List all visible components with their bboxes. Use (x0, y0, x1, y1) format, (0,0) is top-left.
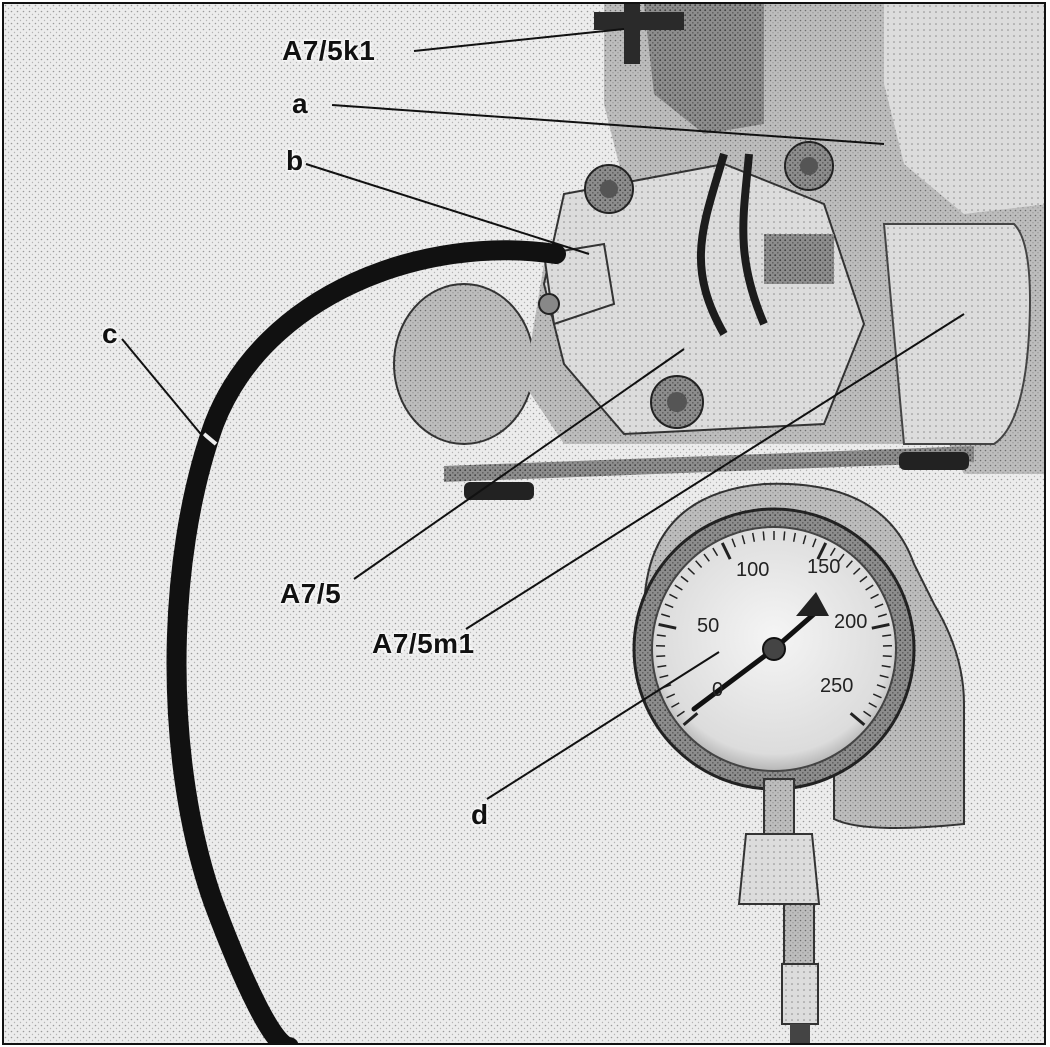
callout-a: a (292, 88, 309, 119)
gauge-tick-mark (695, 560, 703, 568)
gauge-tick-100: 100 (736, 559, 770, 581)
rail-clip-left (464, 482, 534, 500)
gauge-tick-mark (874, 603, 884, 609)
rail-clip-right (899, 452, 969, 470)
callout-a7-5: A7/5 (280, 578, 342, 609)
relay-block (644, 4, 764, 134)
callout-a7-5m1: A7/5m1 (372, 628, 475, 659)
gauge-tick-mark (872, 693, 882, 699)
leader-b (305, 163, 590, 255)
gauge-tick-mark (731, 538, 736, 548)
housing-upper-right (884, 4, 1044, 214)
callout-c: c (102, 318, 119, 349)
leader-d (486, 651, 720, 800)
bolt-upper-right-center (800, 157, 818, 175)
gauge-tick-150: 150 (807, 556, 841, 578)
gauge-tick-mark (676, 710, 685, 717)
illustration-svg (4, 4, 1044, 1043)
gauge-tick-mark (669, 593, 678, 600)
gauge-tick-200: 200 (834, 611, 868, 633)
gauge-tick-mark (882, 634, 892, 637)
gauge-tick-mark (712, 547, 719, 557)
gauge-tick-mark (865, 584, 874, 591)
gauge-tick-mark (741, 535, 746, 545)
gauge-needle-hub (762, 637, 786, 661)
callout-a7-5k1: A7/5k1 (282, 35, 376, 66)
gauge-tick-mark (661, 613, 671, 618)
gauge-tick-mark (876, 684, 886, 689)
gauge-stem (763, 778, 795, 835)
gauge-tick-mark (882, 655, 892, 658)
leader-a7-5m1 (465, 313, 965, 630)
gauge-tick-mark (852, 567, 861, 575)
gauge-tick-mark (674, 584, 683, 591)
gauge-tick-mark (657, 664, 667, 668)
gauge-tick-mark (868, 702, 877, 708)
callout-b: b (286, 145, 304, 176)
gauge-tick-mark (751, 532, 756, 542)
gauge-tick-mark (658, 622, 677, 630)
bolt-upper-left-center (600, 180, 618, 198)
gauge-tick-mark (802, 535, 807, 545)
leader-a (331, 104, 885, 145)
gauge-tick-mark (720, 542, 732, 560)
gauge-tick-mark (656, 655, 666, 658)
leader-c (121, 338, 210, 445)
gauge-tick-mark (664, 603, 674, 609)
mounting-rail (444, 446, 974, 482)
hose-marker (202, 432, 218, 446)
gauge-tick-mark (859, 575, 868, 583)
gauge-tick-mark (659, 674, 669, 679)
gauge-tick-250: 250 (820, 675, 854, 697)
wire-1 (696, 152, 728, 336)
gauge-tick-mark (871, 622, 890, 630)
gauge-tick-mark (863, 710, 872, 717)
gauge-tick-0: 0 (712, 679, 724, 701)
relay-post (624, 4, 640, 64)
gauge-tick-mark (877, 613, 887, 618)
gauge-tick-mark (812, 538, 817, 548)
gauge-needle (691, 646, 777, 712)
gauge-tick-marks (656, 531, 892, 726)
wire-2 (739, 153, 768, 326)
leader-a7-5k1 (413, 28, 625, 52)
motor-end-cap (393, 283, 535, 445)
gauge-tick-mark (792, 532, 797, 542)
gauge-tick-mark (829, 547, 836, 557)
gauge-tick-mark (666, 693, 676, 699)
fitting-nut (538, 293, 560, 315)
gauge-hose-end (790, 1024, 810, 1043)
motor-a7-5m1 (882, 223, 1031, 445)
gauge-adapter (783, 903, 815, 965)
gauge-tick-mark (680, 575, 689, 583)
gauge-tick-mark (881, 664, 891, 668)
gauge-tick-mark (656, 634, 666, 637)
gauge-hex-nut (737, 833, 821, 905)
gauge-coupling (781, 963, 819, 1025)
gauge-tick-mark (845, 560, 853, 568)
gauge-tick-mark (687, 567, 696, 575)
gauge-drag-pointer (796, 592, 829, 616)
gauge-tick-mark (682, 712, 699, 726)
pressure-hose-c (166, 240, 566, 1043)
gauge-tick-mark (703, 553, 710, 562)
bolt-lower-center (667, 392, 687, 412)
gauge-tick-mark (879, 674, 889, 679)
connector (764, 234, 834, 284)
gauge-tick-mark (849, 712, 866, 726)
gauge-tick-mark (783, 531, 786, 541)
gauge-tick-50: 50 (697, 615, 720, 637)
gauge-tick-mark (671, 702, 680, 708)
gauge-tick-mark (762, 531, 765, 541)
gauge-tick-mark (816, 542, 828, 560)
leader-a7-5 (353, 348, 685, 580)
gauge-tick-mark (870, 593, 879, 600)
callout-d: d (471, 799, 489, 830)
gauge-tick-mark (838, 553, 845, 562)
